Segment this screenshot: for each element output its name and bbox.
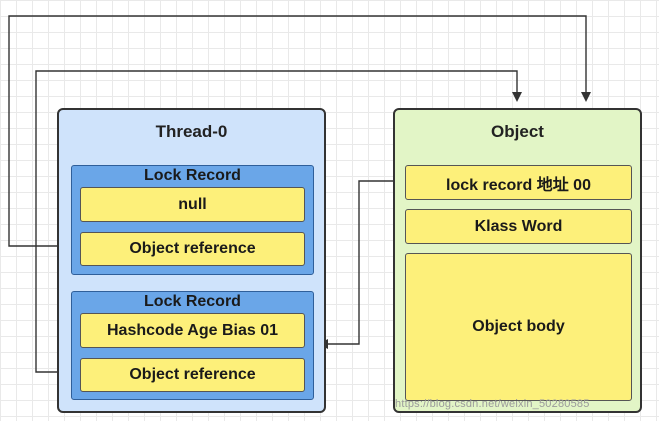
lock-record-1-object-reference: Object reference <box>80 232 305 266</box>
connector-markword <box>318 180 405 349</box>
object-title: Object <box>491 122 544 141</box>
object-mark-word: lock record 地址 00 <box>405 165 632 200</box>
lock-record-1: Lock Record null Object reference <box>71 165 314 275</box>
lock-record-2-value: Hashcode Age Bias 01 <box>80 313 305 348</box>
connector-outer <box>8 15 591 247</box>
watermark: https://blog.csdn.net/weixin_50280585 <box>395 398 590 410</box>
thread-panel: Thread-0 Lock Record null Object referen… <box>57 108 326 413</box>
lock-record-2-title: Lock Record <box>144 293 241 310</box>
object-body: Object body <box>405 253 632 401</box>
lock-record-2: Lock Record Hashcode Age Bias 01 Object … <box>71 291 314 400</box>
object-klass-word: Klass Word <box>405 209 632 244</box>
lock-record-1-value: null <box>80 187 305 222</box>
object-panel: Object lock record 地址 00 Klass Word Obje… <box>393 108 642 413</box>
lock-record-1-title: Lock Record <box>144 167 241 184</box>
lock-record-2-object-reference: Object reference <box>80 358 305 392</box>
connector-inner <box>35 70 522 373</box>
thread-title: Thread-0 <box>155 122 228 141</box>
